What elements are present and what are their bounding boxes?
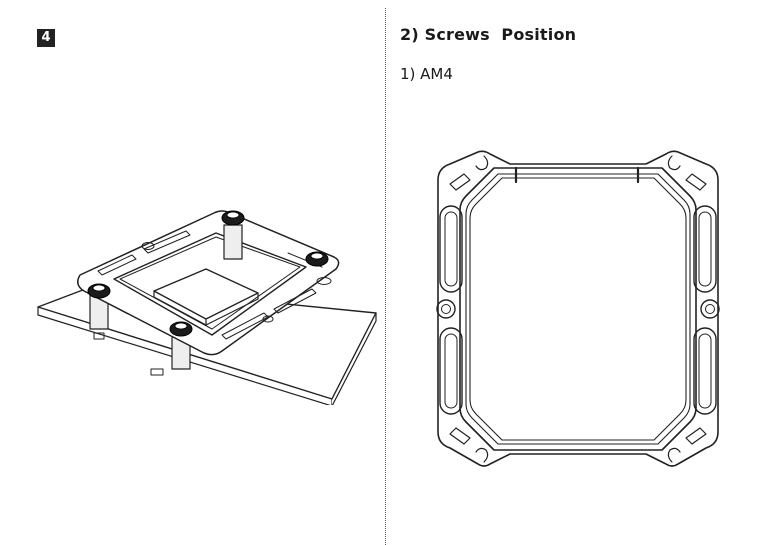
am4-bracket-top-view-icon (436, 150, 720, 467)
mounting-bracket-on-motherboard-icon (37, 210, 377, 405)
socket-subtitle: 1) AM4 (400, 65, 453, 83)
step-number-badge: 4 (37, 29, 55, 47)
column-divider (385, 8, 386, 545)
section-title: 2) Screws Position (400, 25, 577, 44)
